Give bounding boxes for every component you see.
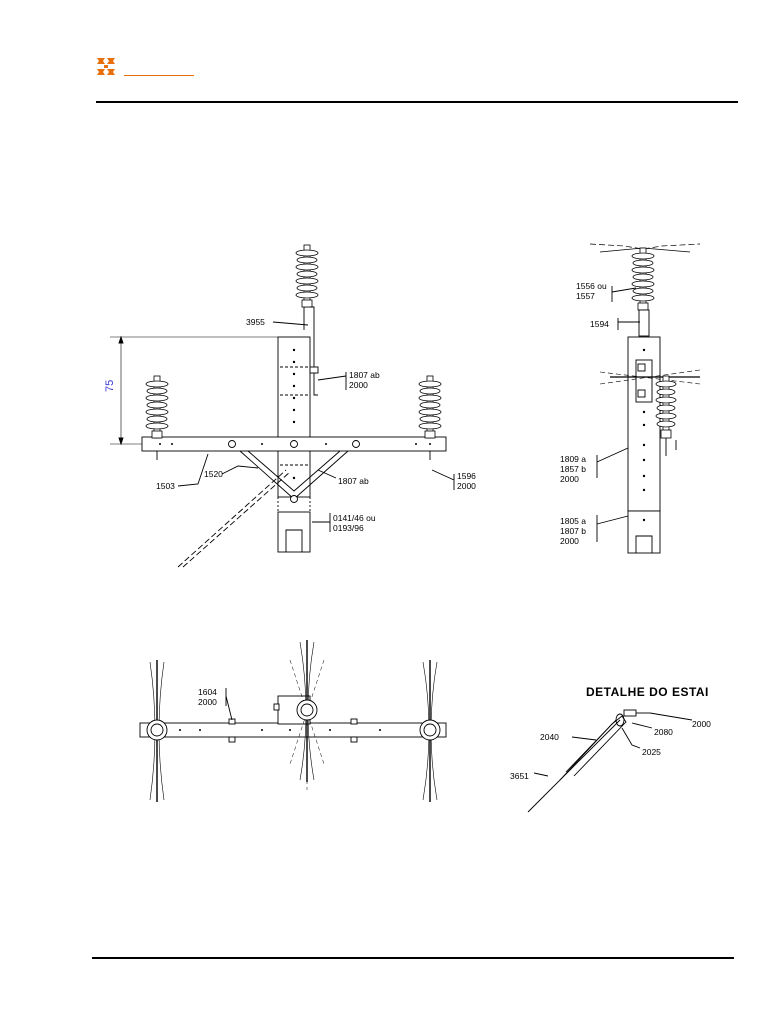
label-1604: 1604: [198, 687, 217, 697]
label-2000-top: 2000: [198, 697, 217, 707]
stay-label-2025: 2025: [642, 747, 661, 757]
label-1807ab-brace: 1807 ab: [338, 476, 369, 486]
dimension-value: 75: [104, 380, 116, 392]
side-view: [589, 243, 701, 554]
label-0141: 0141/46 ou: [333, 513, 376, 523]
header-rule: [96, 101, 738, 103]
logo-underline: [124, 75, 194, 76]
stay-label-3651: 3651: [510, 771, 529, 781]
label-2000-front-b: 2000: [457, 481, 476, 491]
label-3955: 3955: [246, 317, 265, 327]
stay-label-2000: 2000: [692, 719, 711, 729]
stay-detail: DETALHE DO ESTAI 2000 2080 2040 2025: [510, 685, 711, 813]
label-1503: 1503: [156, 481, 175, 491]
stay-label-2080: 2080: [654, 727, 673, 737]
stay-label-2040: 2040: [540, 732, 559, 742]
top-view: [139, 640, 447, 802]
label-1857: 1857 b: [560, 464, 586, 474]
label-1807b: 1807 b: [560, 526, 586, 536]
label-1805: 1805 a: [560, 516, 586, 526]
label-1557: 1557: [576, 291, 595, 301]
label-2000-front-a: 2000: [349, 380, 368, 390]
label-1807ab: 1807 ab: [349, 370, 380, 380]
label-1594: 1594: [590, 319, 609, 329]
label-1809: 1809 a: [560, 454, 586, 464]
label-1556: 1556 ou: [576, 281, 607, 291]
label-2000-side-b: 2000: [560, 536, 579, 546]
company-logo-icon: [97, 58, 115, 75]
stay-detail-title: DETALHE DO ESTAI: [586, 685, 709, 699]
label-1520: 1520: [204, 469, 223, 479]
label-1596: 1596: [457, 471, 476, 481]
footer-rule: [92, 957, 734, 959]
front-view: [110, 244, 455, 568]
label-0193: 0193/96: [333, 523, 364, 533]
label-2000-side-a: 2000: [560, 474, 579, 484]
